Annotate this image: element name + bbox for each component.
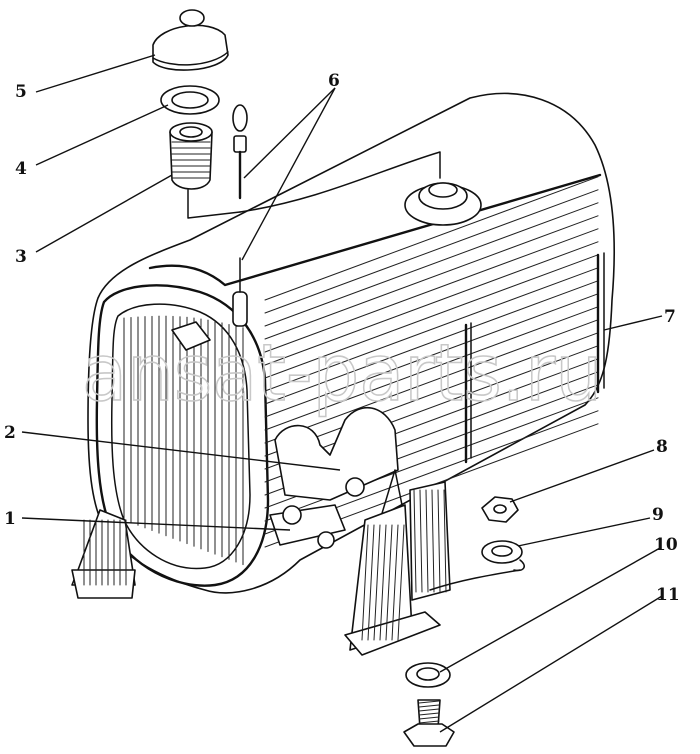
tank-end-panel-inner xyxy=(110,303,251,570)
leader-6a xyxy=(243,87,336,179)
leader-11 xyxy=(439,595,663,733)
filler-strainer-rings xyxy=(171,141,211,179)
support-hatch-line xyxy=(425,489,429,593)
filler-strainer-top-hole xyxy=(179,126,203,138)
bolt-thread-line xyxy=(418,708,440,712)
support-hatch-line xyxy=(431,489,435,593)
bolt-thread-line xyxy=(418,720,440,724)
leader-8 xyxy=(509,449,655,503)
body-rib-line xyxy=(264,228,599,353)
callout-3: 3 xyxy=(15,247,27,267)
support-hatching xyxy=(83,489,447,641)
support-hatch-line xyxy=(373,524,381,641)
fuel-tank xyxy=(87,92,616,594)
body-rib-line xyxy=(264,280,599,405)
filler-cap-knob xyxy=(179,9,205,27)
body-rib-line xyxy=(264,254,599,379)
leader-4 xyxy=(35,104,169,166)
mount-bracket-top xyxy=(274,406,399,501)
filler-cap-assembly xyxy=(152,9,241,219)
tank-body-ribs xyxy=(264,176,599,548)
body-rib-line xyxy=(264,267,599,392)
body-rib-line xyxy=(264,189,599,314)
body-rib-line xyxy=(264,319,599,444)
callout-7: 7 xyxy=(664,307,676,327)
leader-1 xyxy=(21,517,291,531)
support-hatch-line xyxy=(437,489,441,593)
support-hatch-line xyxy=(391,524,399,641)
leader-10 xyxy=(439,547,661,673)
leader-9 xyxy=(517,517,651,547)
callout-4: 4 xyxy=(15,159,27,179)
fasteners xyxy=(403,496,525,747)
callout-9: 9 xyxy=(652,505,664,525)
drain-hose xyxy=(429,569,521,591)
sender-plate xyxy=(171,321,211,351)
bolt-head xyxy=(403,723,455,747)
dipstick-ring xyxy=(232,104,248,132)
body-rib-line xyxy=(264,176,599,301)
valve-fitting-a xyxy=(282,505,302,525)
leader-6b xyxy=(241,87,336,261)
flat-washer-hole xyxy=(416,667,440,681)
callout-10: 10 xyxy=(654,535,678,555)
support-hatch-line xyxy=(385,524,393,641)
callout-8: 8 xyxy=(656,437,668,457)
filler-neck-opening xyxy=(428,182,458,198)
watermark: ansat-parts.ru xyxy=(82,329,602,419)
leader-lines xyxy=(21,54,663,733)
support-hatch-line xyxy=(397,524,405,641)
body-rib-line xyxy=(264,306,599,431)
valve-fitting-c xyxy=(317,531,335,549)
tank-supports xyxy=(71,481,521,656)
bolt-thread-line xyxy=(418,712,440,716)
dipstick xyxy=(232,104,248,200)
lock-washer-split xyxy=(513,559,525,572)
support-hatch-line xyxy=(443,489,447,593)
body-rib-line xyxy=(264,202,599,327)
filler-strainer-chain xyxy=(187,189,241,219)
body-rib-line xyxy=(264,215,599,340)
support-hatch-line xyxy=(419,489,423,593)
dipstick-tube xyxy=(232,291,248,327)
support-hatch-line xyxy=(361,524,369,641)
callout-1: 1 xyxy=(4,509,16,529)
callout-11: 11 xyxy=(656,585,680,605)
tank-top-edge xyxy=(148,173,602,287)
callout-5: 5 xyxy=(15,82,27,102)
leader-2 xyxy=(21,431,341,471)
body-rib-line xyxy=(264,241,599,366)
bolt-thread-line xyxy=(418,704,440,708)
callout-labels: 1 2 3 4 5 6 7 8 9 10 11 xyxy=(4,71,680,605)
nut-hole xyxy=(493,504,507,514)
leader-5 xyxy=(35,54,156,93)
support-hatch-line xyxy=(413,489,417,593)
callout-2: 2 xyxy=(4,423,16,443)
dipstick-handle xyxy=(233,135,247,153)
cap-gasket-hole xyxy=(171,91,209,109)
body-rib-line xyxy=(264,397,599,522)
valve-fitting-b xyxy=(345,477,365,497)
support-hatch-line xyxy=(367,524,375,641)
end-panel-hatching xyxy=(123,315,244,566)
body-rib-line xyxy=(264,293,599,418)
filler-cap xyxy=(152,24,229,71)
leader-7 xyxy=(603,315,663,331)
bolt-thread-line xyxy=(418,700,440,704)
lock-washer-hole xyxy=(491,545,513,557)
callout-6: 6 xyxy=(328,71,340,91)
leader-3 xyxy=(35,174,173,253)
tank-end-panel xyxy=(95,284,270,587)
support-hatch-line xyxy=(379,524,387,641)
filler-cap-rim xyxy=(152,51,229,66)
body-rib-line xyxy=(264,332,599,457)
bolt-thread-line xyxy=(418,716,440,720)
bolt-thread xyxy=(418,700,440,724)
